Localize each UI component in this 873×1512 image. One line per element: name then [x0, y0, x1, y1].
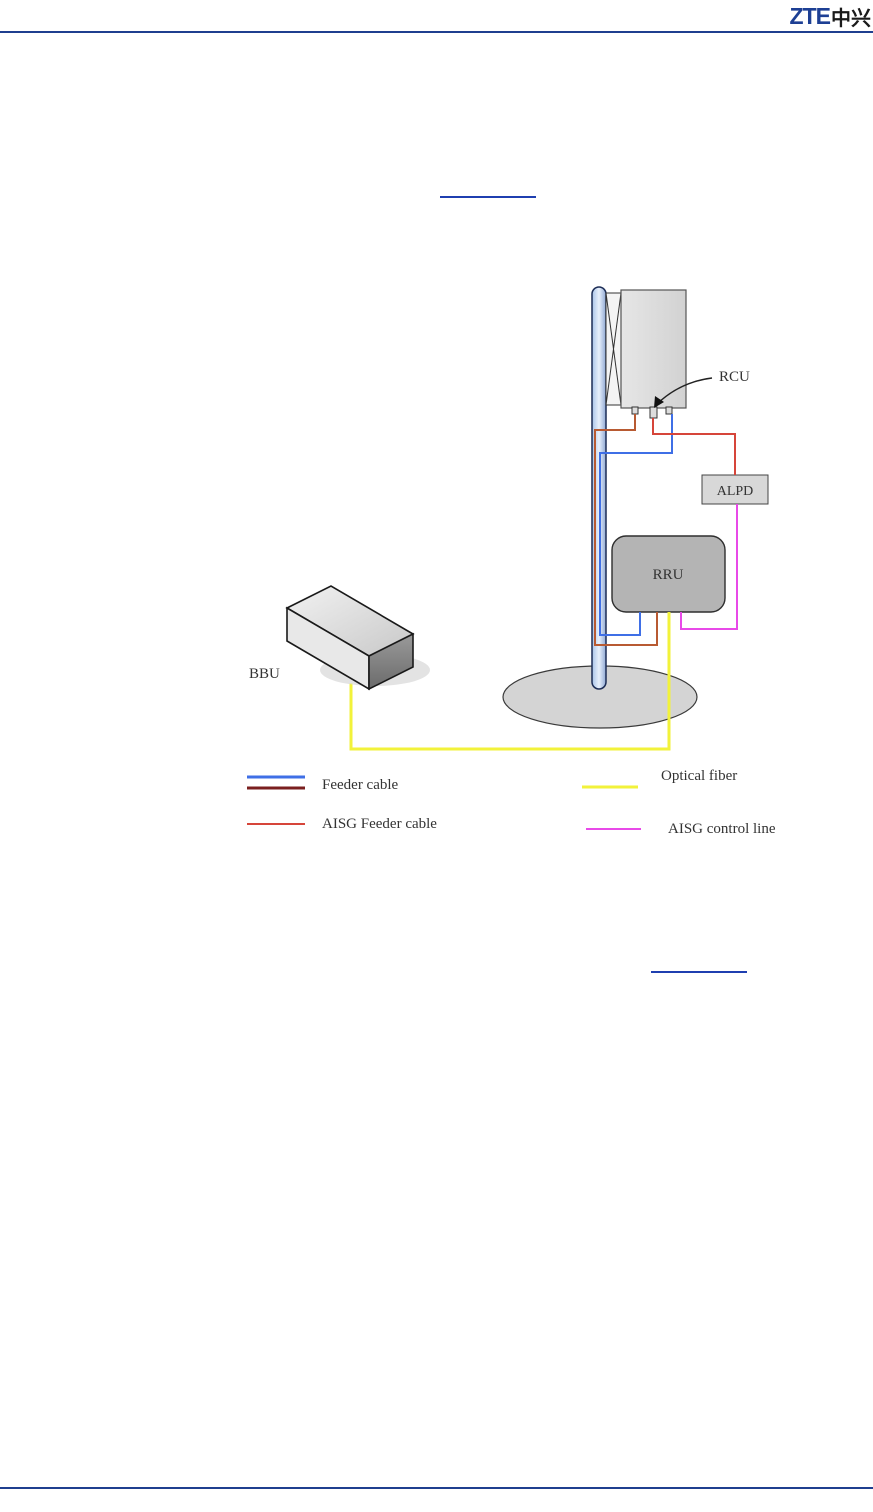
- aisg-feeder-cable: [653, 418, 735, 475]
- footer-rule: [0, 1487, 873, 1489]
- bbu-label: BBU: [249, 666, 280, 682]
- legend-aisg-control-label: AISG control line: [668, 821, 776, 837]
- rcu-label: RCU: [719, 369, 750, 385]
- legend-optical-label: Optical fiber: [661, 768, 737, 784]
- antenna-bracket: [606, 293, 621, 405]
- bbu-unit: [287, 586, 430, 689]
- antenna-port-right: [666, 407, 672, 414]
- legend: Feeder cable AISG Feeder cable Optical f…: [247, 768, 776, 837]
- alpd-label: ALPD: [717, 484, 754, 499]
- legend-aisg-feeder-label: AISG Feeder cable: [322, 816, 437, 832]
- rru-label: RRU: [653, 567, 684, 583]
- legend-feeder-label: Feeder cable: [322, 777, 399, 793]
- antenna-port-left: [632, 407, 638, 414]
- rcu-port: [650, 407, 657, 418]
